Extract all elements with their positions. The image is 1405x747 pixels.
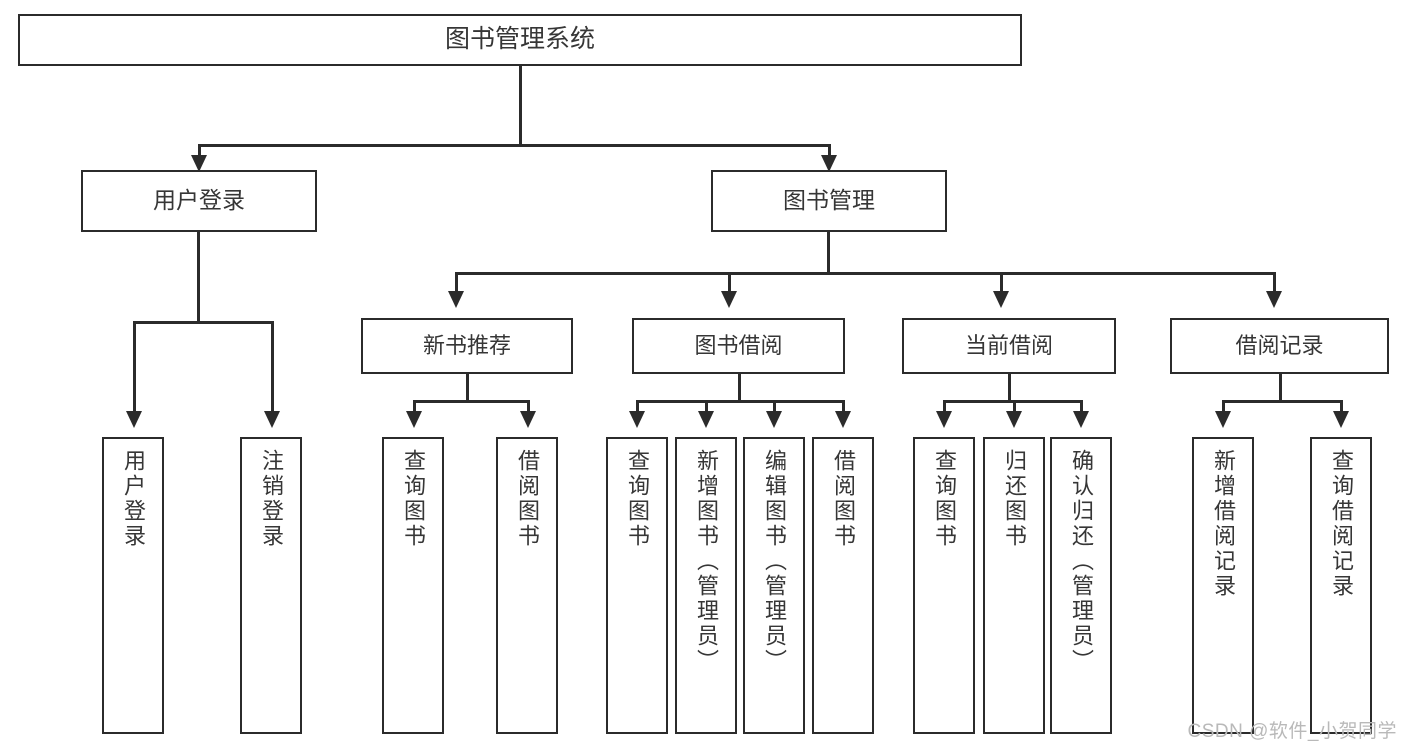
leaf-user-login-login[interactable]: 用户登录 <box>102 437 164 734</box>
connector-drop <box>1222 400 1225 414</box>
leaf-current-borrow-query-book[interactable]: 查询图书 <box>913 437 975 734</box>
arrow-down-icon <box>1215 411 1231 428</box>
arrow-down-icon <box>936 411 952 428</box>
connector-drop <box>636 400 639 414</box>
node-label: 图书管理 <box>783 187 875 214</box>
node-label: 当前借阅 <box>964 333 1053 359</box>
leaf-new-book-query-book[interactable]: 查询图书 <box>382 437 444 734</box>
node-label: 查询图书 <box>932 449 957 549</box>
node-label: 借阅图书 <box>831 449 856 549</box>
connector-to-current-borrow <box>1000 272 1003 294</box>
arrow-down-icon <box>766 411 782 428</box>
node-root-book-management-system[interactable]: 图书管理系统 <box>18 14 1022 66</box>
connector-to-new-book-recommend <box>455 272 458 294</box>
connector-drop <box>1340 400 1343 414</box>
node-current-borrow[interactable]: 当前借阅 <box>902 318 1116 374</box>
arrow-down-icon <box>448 291 464 308</box>
arrow-down-icon <box>191 155 207 172</box>
connector-drop <box>1013 400 1016 414</box>
connector-new-book-recommend-fan-bar <box>413 400 529 403</box>
arrow-down-icon <box>721 291 737 308</box>
connector-user-login-stem <box>197 232 200 323</box>
node-label: 新增借阅记录 <box>1211 449 1236 599</box>
leaf-current-borrow-confirm-return-admin[interactable]: 确认归还（管理员） <box>1050 437 1112 734</box>
arrow-down-icon <box>698 411 714 428</box>
connector-root-to-book-management <box>828 144 831 158</box>
connector-user-login-fan-bar <box>133 321 273 324</box>
node-book-management[interactable]: 图书管理 <box>711 170 947 232</box>
node-label: 编辑图书（管理员） <box>762 449 787 674</box>
arrow-down-icon <box>406 411 422 428</box>
connector-current-borrow-fan-bar <box>943 400 1081 403</box>
node-label: 归还图书 <box>1002 449 1027 549</box>
connector-current-borrow-stem <box>1008 374 1011 402</box>
connector-drop <box>1080 400 1083 414</box>
connector-drop <box>943 400 946 414</box>
leaf-new-book-borrow-book[interactable]: 借阅图书 <box>496 437 558 734</box>
node-label: 用户登录 <box>153 187 245 214</box>
arrow-down-icon <box>993 291 1009 308</box>
connector-drop <box>705 400 708 414</box>
leaf-book-borrow-edit-book-admin[interactable]: 编辑图书（管理员） <box>743 437 805 734</box>
connector-book-management-stem <box>827 232 830 274</box>
connector-user-login-left-drop <box>133 321 136 414</box>
node-label: 用户登录 <box>121 449 146 549</box>
arrow-down-icon <box>835 411 851 428</box>
node-book-borrow[interactable]: 图书借阅 <box>632 318 845 374</box>
connector-root-fan-bar <box>198 144 830 147</box>
connector-root-stem <box>519 66 522 145</box>
leaf-borrow-record-add-record[interactable]: 新增借阅记录 <box>1192 437 1254 734</box>
connector-drop <box>773 400 776 414</box>
leaf-book-borrow-add-book-admin[interactable]: 新增图书（管理员） <box>675 437 737 734</box>
connector-drop <box>527 400 530 414</box>
arrow-down-icon <box>126 411 142 428</box>
node-label: 确认归还（管理员） <box>1069 449 1094 674</box>
connector-book-management-fan-bar <box>455 272 1275 275</box>
connector-book-borrow-fan-bar <box>636 400 844 403</box>
arrow-down-icon <box>520 411 536 428</box>
leaf-current-borrow-return-book[interactable]: 归还图书 <box>983 437 1045 734</box>
connector-borrow-record-stem <box>1279 374 1282 402</box>
leaf-user-login-logout[interactable]: 注销登录 <box>240 437 302 734</box>
node-label: 查询图书 <box>625 449 650 549</box>
connector-drop <box>413 400 416 414</box>
leaf-borrow-record-query-record[interactable]: 查询借阅记录 <box>1310 437 1372 734</box>
connector-drop <box>842 400 845 414</box>
connector-new-book-recommend-stem <box>466 374 469 402</box>
node-label: 注销登录 <box>259 449 284 549</box>
connector-to-borrow-record <box>1273 272 1276 294</box>
arrow-down-icon <box>1073 411 1089 428</box>
leaf-book-borrow-borrow-book[interactable]: 借阅图书 <box>812 437 874 734</box>
node-label: 图书借阅 <box>694 333 783 359</box>
arrow-down-icon <box>1266 291 1282 308</box>
node-label: 查询借阅记录 <box>1329 449 1354 599</box>
arrow-down-icon <box>629 411 645 428</box>
node-new-book-recommend[interactable]: 新书推荐 <box>361 318 573 374</box>
connector-root-to-user-login <box>198 144 201 158</box>
node-label: 新书推荐 <box>422 333 511 359</box>
node-label: 图书管理系统 <box>444 25 595 54</box>
node-label: 新增图书（管理员） <box>694 449 719 674</box>
leaf-book-borrow-query-book[interactable]: 查询图书 <box>606 437 668 734</box>
arrow-down-icon <box>1006 411 1022 428</box>
node-user-login[interactable]: 用户登录 <box>81 170 317 232</box>
arrow-down-icon <box>821 155 837 172</box>
node-borrow-record[interactable]: 借阅记录 <box>1170 318 1389 374</box>
connector-to-book-borrow <box>728 272 731 294</box>
node-label: 借阅图书 <box>515 449 540 549</box>
arrow-down-icon <box>1333 411 1349 428</box>
node-label: 借阅记录 <box>1235 333 1324 359</box>
connector-borrow-record-fan-bar <box>1222 400 1341 403</box>
node-label: 查询图书 <box>401 449 426 549</box>
connector-book-borrow-stem <box>738 374 741 402</box>
connector-user-login-right-drop <box>271 321 274 414</box>
arrow-down-icon <box>264 411 280 428</box>
